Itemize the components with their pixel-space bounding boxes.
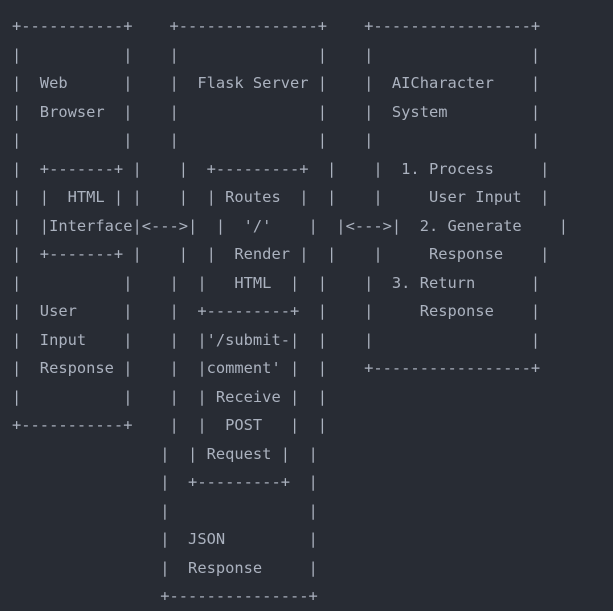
diagram-line: | | | | | | [12, 131, 541, 149]
diagram-line: +-----------+ +---------------+ +-------… [12, 17, 541, 35]
diagram-line: | User | | +---------+ | | Response | [12, 302, 541, 320]
diagram-line: | Response | [12, 558, 318, 577]
diagram-line: | | [12, 501, 318, 520]
diagram-line: | +-------+ | | | Render | | | Response … [12, 245, 550, 263]
diagram-line: | Web | | Flask Server | | AICharacter | [12, 74, 541, 92]
diagram-line: | |Interface|<--->| | '/' | |<--->| 2. G… [12, 216, 568, 235]
diagram-line: | Response | | |comment' | | +----------… [12, 359, 541, 377]
diagram-line: | Browser | | | | System | [12, 102, 541, 121]
diagram-line: +---------------+ [12, 587, 318, 605]
diagram-line: | JSON | [12, 530, 318, 548]
diagram-line: | | HTML | | | | Routes | | | User Input… [12, 188, 550, 206]
diagram-line: | Input | | |'/submit-| | | | [12, 330, 541, 349]
diagram-line: | +---------+ | [12, 473, 318, 491]
diagram-line: | | | | HTML | | | 3. Return | [12, 273, 541, 292]
diagram-line: | | Request | | [12, 444, 318, 463]
diagram-line: | +-------+ | | +---------+ | | 1. Proce… [12, 159, 550, 178]
diagram-line: +-----------+ | | POST | | [12, 416, 328, 434]
ascii-architecture-diagram: +-----------+ +---------------+ +-------… [12, 12, 568, 611]
diagram-line: | | | | | | [12, 45, 541, 64]
diagram-line: | | | | Receive | | [12, 387, 328, 406]
